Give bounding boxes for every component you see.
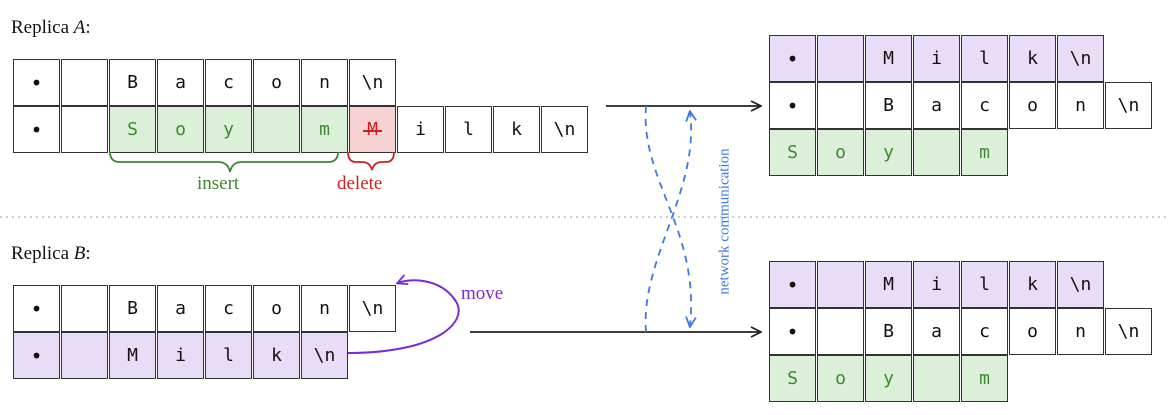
merged-top-cell: a <box>913 82 960 129</box>
replica-b-cell: B <box>109 285 156 332</box>
merged-bottom-cell: • <box>769 261 816 308</box>
replica-b-label: Replica B: <box>11 243 91 264</box>
replica-b-cell: \n <box>349 285 396 332</box>
merged-bottom-cell: c <box>961 308 1008 355</box>
replica-b-cell: k <box>253 332 300 379</box>
network-arrow-a-to-b <box>644 105 692 326</box>
merged-bottom-cell: o <box>1009 308 1056 355</box>
replica-a-cell: B <box>109 59 156 106</box>
merged-top-cell: \n <box>1057 35 1104 82</box>
replica-a-cell: a <box>157 59 204 106</box>
insert-brace <box>109 151 339 173</box>
merged-top-cell <box>817 82 864 129</box>
replica-a-cell: m <box>301 106 348 153</box>
move-arrow <box>347 280 460 354</box>
merged-top-cell <box>913 129 960 176</box>
replica-a-cell: i <box>397 106 444 153</box>
merged-bottom-cell: M <box>865 261 912 308</box>
merged-bottom-cell: i <box>913 261 960 308</box>
merged-bottom-cell: B <box>865 308 912 355</box>
merged-top-cell: l <box>961 35 1008 82</box>
replica-a-cell <box>61 59 108 106</box>
move-label: move <box>461 283 504 304</box>
network-arrow-b-to-a <box>644 112 692 333</box>
delete-brace <box>347 151 395 171</box>
merged-bottom-cell: S <box>769 355 816 402</box>
replica-b-cell: \n <box>301 332 348 379</box>
replica-b-cell: a <box>157 285 204 332</box>
replica-a-cell <box>61 106 108 153</box>
replica-a-cell: k <box>493 106 540 153</box>
merged-bottom-cell: l <box>961 261 1008 308</box>
replica-a-cell: c <box>205 59 252 106</box>
replica-b-cell: c <box>205 285 252 332</box>
merged-top-cell: n <box>1057 82 1104 129</box>
replica-a-cell: M <box>349 106 396 153</box>
merged-top-cell: o <box>1009 82 1056 129</box>
replica-a-cell: S <box>109 106 156 153</box>
merged-bottom-cell: \n <box>1105 308 1152 355</box>
insert-label: insert <box>197 173 240 194</box>
merged-top-cell: M <box>865 35 912 82</box>
merged-top-cell: m <box>961 129 1008 176</box>
delete-label: delete <box>337 173 383 194</box>
replica-b-cell <box>61 332 108 379</box>
replica-b-cell: M <box>109 332 156 379</box>
merged-top-cell: o <box>817 129 864 176</box>
merged-bottom-cell: a <box>913 308 960 355</box>
merged-bottom-cell: • <box>769 308 816 355</box>
replica-a-cell: \n <box>349 59 396 106</box>
merged-bottom-cell: k <box>1009 261 1056 308</box>
merged-top-cell: k <box>1009 35 1056 82</box>
replica-a-cell: • <box>13 106 60 153</box>
replica-b-cell: l <box>205 332 252 379</box>
merged-top-cell: B <box>865 82 912 129</box>
replica-a-cell: • <box>13 59 60 106</box>
merged-top-cell: • <box>769 35 816 82</box>
merged-bottom-cell: o <box>817 355 864 402</box>
merged-bottom-cell: \n <box>1057 261 1104 308</box>
replica-b-cell: n <box>301 285 348 332</box>
replica-b-cell: • <box>13 285 60 332</box>
replica-a-cell <box>253 106 300 153</box>
replica-a-label: Replica A: <box>11 17 91 38</box>
merged-bottom-cell <box>817 261 864 308</box>
merged-bottom-cell: m <box>961 355 1008 402</box>
replica-a-cell: \n <box>541 106 588 153</box>
replica-b-cell: i <box>157 332 204 379</box>
merged-bottom-cell <box>913 355 960 402</box>
replica-b-cell <box>61 285 108 332</box>
merged-top-cell: i <box>913 35 960 82</box>
merged-bottom-cell: n <box>1057 308 1104 355</box>
merged-bottom-cell: y <box>865 355 912 402</box>
merged-bottom-cell <box>817 308 864 355</box>
replica-b-cell: o <box>253 285 300 332</box>
replica-a-cell: y <box>205 106 252 153</box>
replica-a-cell: n <box>301 59 348 106</box>
replica-a-cell: l <box>445 106 492 153</box>
merged-top-cell: S <box>769 129 816 176</box>
merged-top-cell: c <box>961 82 1008 129</box>
merged-top-cell: y <box>865 129 912 176</box>
replica-a-cell: o <box>253 59 300 106</box>
replica-b-cell: • <box>13 332 60 379</box>
merged-top-cell: \n <box>1105 82 1152 129</box>
merged-top-cell: • <box>769 82 816 129</box>
merged-top-cell <box>817 35 864 82</box>
replica-a-cell: o <box>157 106 204 153</box>
